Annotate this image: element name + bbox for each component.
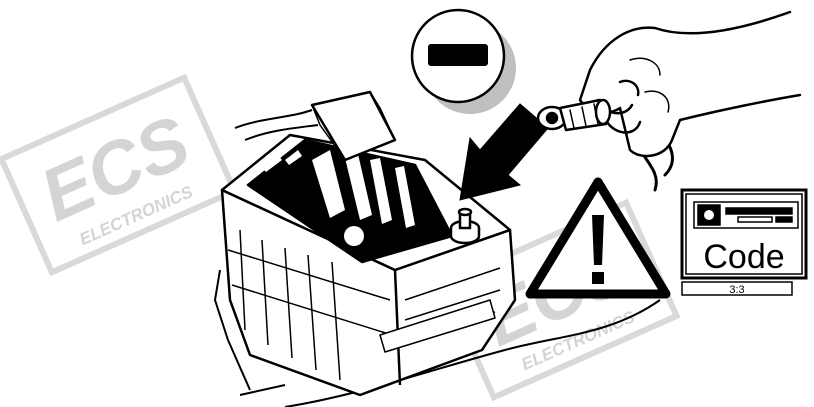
code-display-panel: Code 3:3 [682,190,806,296]
code-label: Code [703,238,784,276]
battery [222,92,515,395]
minus-icon [412,10,516,114]
cable-clamp [538,100,610,130]
radio-icon [694,202,798,228]
code-counter: 3:3 [729,284,744,296]
ecs-watermark-left: ECS ELECTRONICS [1,78,234,273]
arrow-icon [460,104,548,200]
hand-with-clamp-icon [538,12,800,190]
